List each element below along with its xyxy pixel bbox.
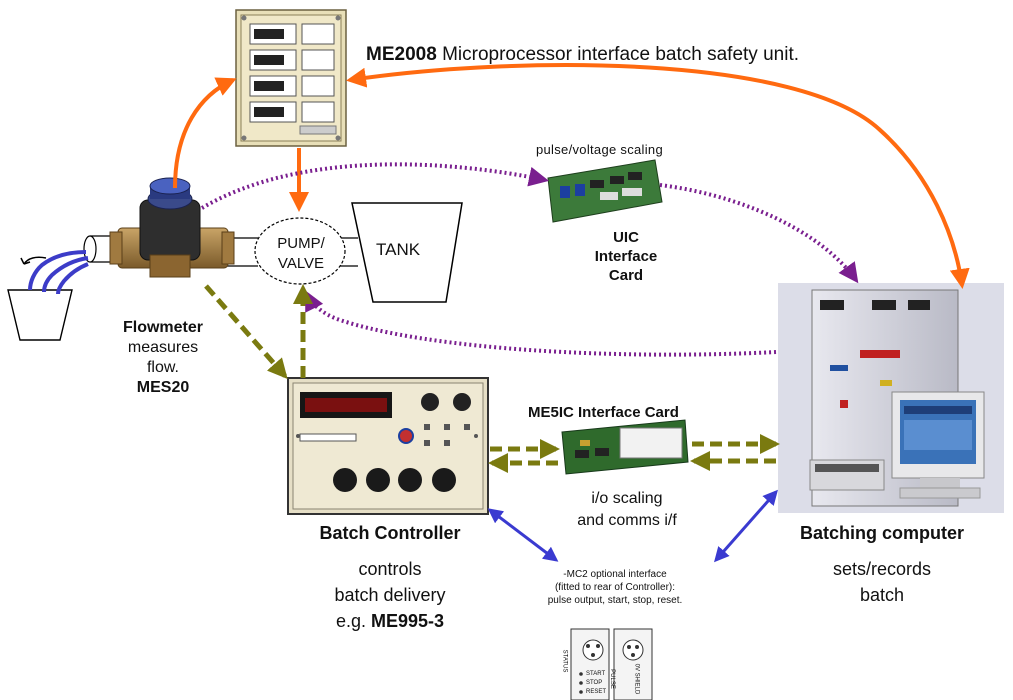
bucket	[7, 289, 73, 341]
flowmeter-model: MES20	[136, 379, 190, 396]
tank-label: TANK	[376, 240, 421, 259]
uic-top-label: pulse/voltage scaling	[536, 142, 663, 157]
batching-computer-line1: sets/records	[832, 559, 932, 579]
flowmeter-title: Flowmeter	[122, 319, 203, 336]
mc2-plate2-shield: 0V SHIELD	[633, 663, 640, 695]
uic-label: UIC Interface Card	[586, 228, 666, 285]
flowmeter-line2: flow.	[146, 359, 179, 376]
mc2-plate-1	[570, 628, 610, 700]
batch-controller-title: Batch Controller	[319, 523, 461, 543]
batching-computer-label: Batching computer sets/records batch	[772, 520, 992, 608]
mc2-plate1-status: STATUS	[561, 649, 568, 673]
batch-controller-eg: e.g.	[335, 611, 371, 631]
batch-controller-example: e.g. ME995-3	[290, 608, 490, 634]
orange-link-flowmeter-me2008	[173, 77, 237, 189]
batching-computer-title: Batching computer	[799, 523, 964, 543]
mc2-plate1-stop: STOP	[586, 680, 603, 686]
me2008-unit	[235, 9, 347, 147]
olive-link-flowmeter-controller	[204, 284, 288, 380]
me2008-label: ME2008 Microprocessor interface batch sa…	[366, 44, 799, 66]
batch-controller-model: ME995-3	[370, 611, 445, 631]
purple-link-uic-computer	[659, 183, 859, 284]
blue-link-controller-mc2	[487, 508, 559, 562]
uic-card	[547, 159, 663, 223]
mc2-plate-2	[613, 628, 653, 700]
mc2-label: -MC2 optional interface (fitted to rear …	[540, 568, 690, 607]
me5ic-title: ME5IC Interface Card	[528, 404, 679, 421]
liquid-stream	[20, 250, 89, 295]
batch-controller-line2: batch delivery	[334, 585, 446, 605]
flowmeter-label: Flowmeter measures flow. MES20	[108, 318, 218, 398]
uic-line2: Interface	[594, 248, 658, 265]
orange-link-me2008-computer	[346, 63, 970, 289]
batching-computer-line2: batch	[859, 585, 905, 605]
me2008-model: ME2008	[366, 44, 437, 65]
pump-valve-line1: PUMP/	[277, 235, 325, 252]
pump-valve-label: PUMP/ VALVE	[258, 234, 344, 274]
me5ic-caption: i/o scaling and comms i/f	[560, 488, 694, 532]
mc2-plate1-reset: RESET	[586, 689, 607, 695]
purple-link-computer-pump	[305, 290, 777, 357]
pump-valve-line2: VALVE	[277, 255, 325, 272]
mc2-line3: pulse output, start, stop, reset.	[547, 595, 683, 606]
me5ic-line2: and comms i/f	[577, 512, 677, 529]
mc2-plate2-pulse: PULSE	[608, 669, 615, 689]
purple-link-flowmeter-uic	[200, 162, 549, 210]
uic-line3: Card	[608, 267, 644, 284]
mc2-plate1-start: START	[586, 671, 606, 677]
batch-controller-label: Batch Controller controls batch delivery…	[290, 520, 490, 634]
blue-link-mc2-computer	[714, 489, 778, 563]
batch-controller-device	[287, 377, 489, 515]
flowmeter-device	[109, 177, 235, 278]
batching-computer-device	[778, 283, 1004, 513]
uic-line1: UIC	[613, 229, 639, 246]
flowmeter-line1: measures	[127, 339, 199, 356]
me5ic-card	[561, 419, 689, 475]
mc2-line1: -MC2 optional interface	[563, 569, 667, 580]
mc2-line2: (fitted to rear of Controller):	[554, 582, 676, 593]
me2008-description: Microprocessor interface batch safety un…	[442, 44, 799, 65]
me5ic-line1: i/o scaling	[591, 490, 663, 507]
batch-controller-line1: controls	[358, 559, 422, 579]
